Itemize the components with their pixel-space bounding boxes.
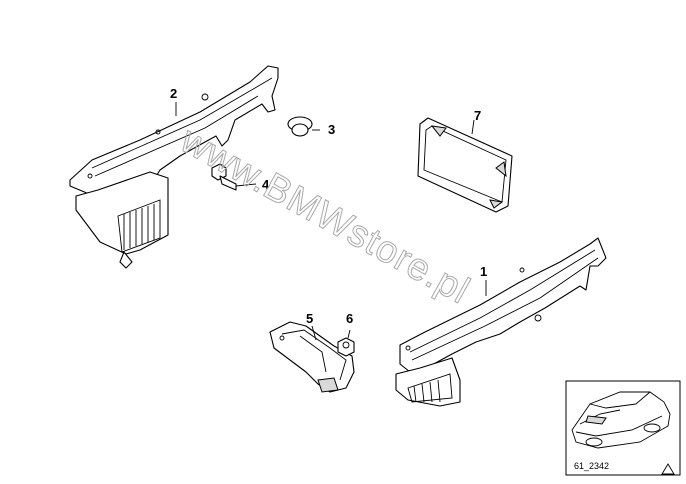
callout-3: 3	[328, 122, 335, 137]
callout-6: 6	[346, 311, 353, 326]
part-5-bracket	[269, 321, 355, 393]
callout-2: 2	[170, 86, 177, 101]
callout-1: 1	[480, 264, 487, 279]
callout-5: 5	[306, 311, 313, 326]
triangle-icon	[661, 463, 675, 475]
part-4-bolt	[211, 163, 257, 191]
part-7-pad	[417, 117, 513, 213]
thumbnail-code: 61_2342	[574, 461, 609, 471]
leader-lines	[175, 102, 487, 341]
callout-4: 4	[262, 177, 270, 192]
part-1-bracket	[395, 237, 607, 407]
thumbnail-box: 61_2342	[565, 380, 681, 476]
part-6-nut	[337, 329, 355, 357]
part-3-clip	[287, 116, 320, 137]
part-2-bracket	[69, 65, 279, 269]
callout-7: 7	[474, 108, 481, 123]
car-thumbnail-icon	[571, 391, 671, 449]
